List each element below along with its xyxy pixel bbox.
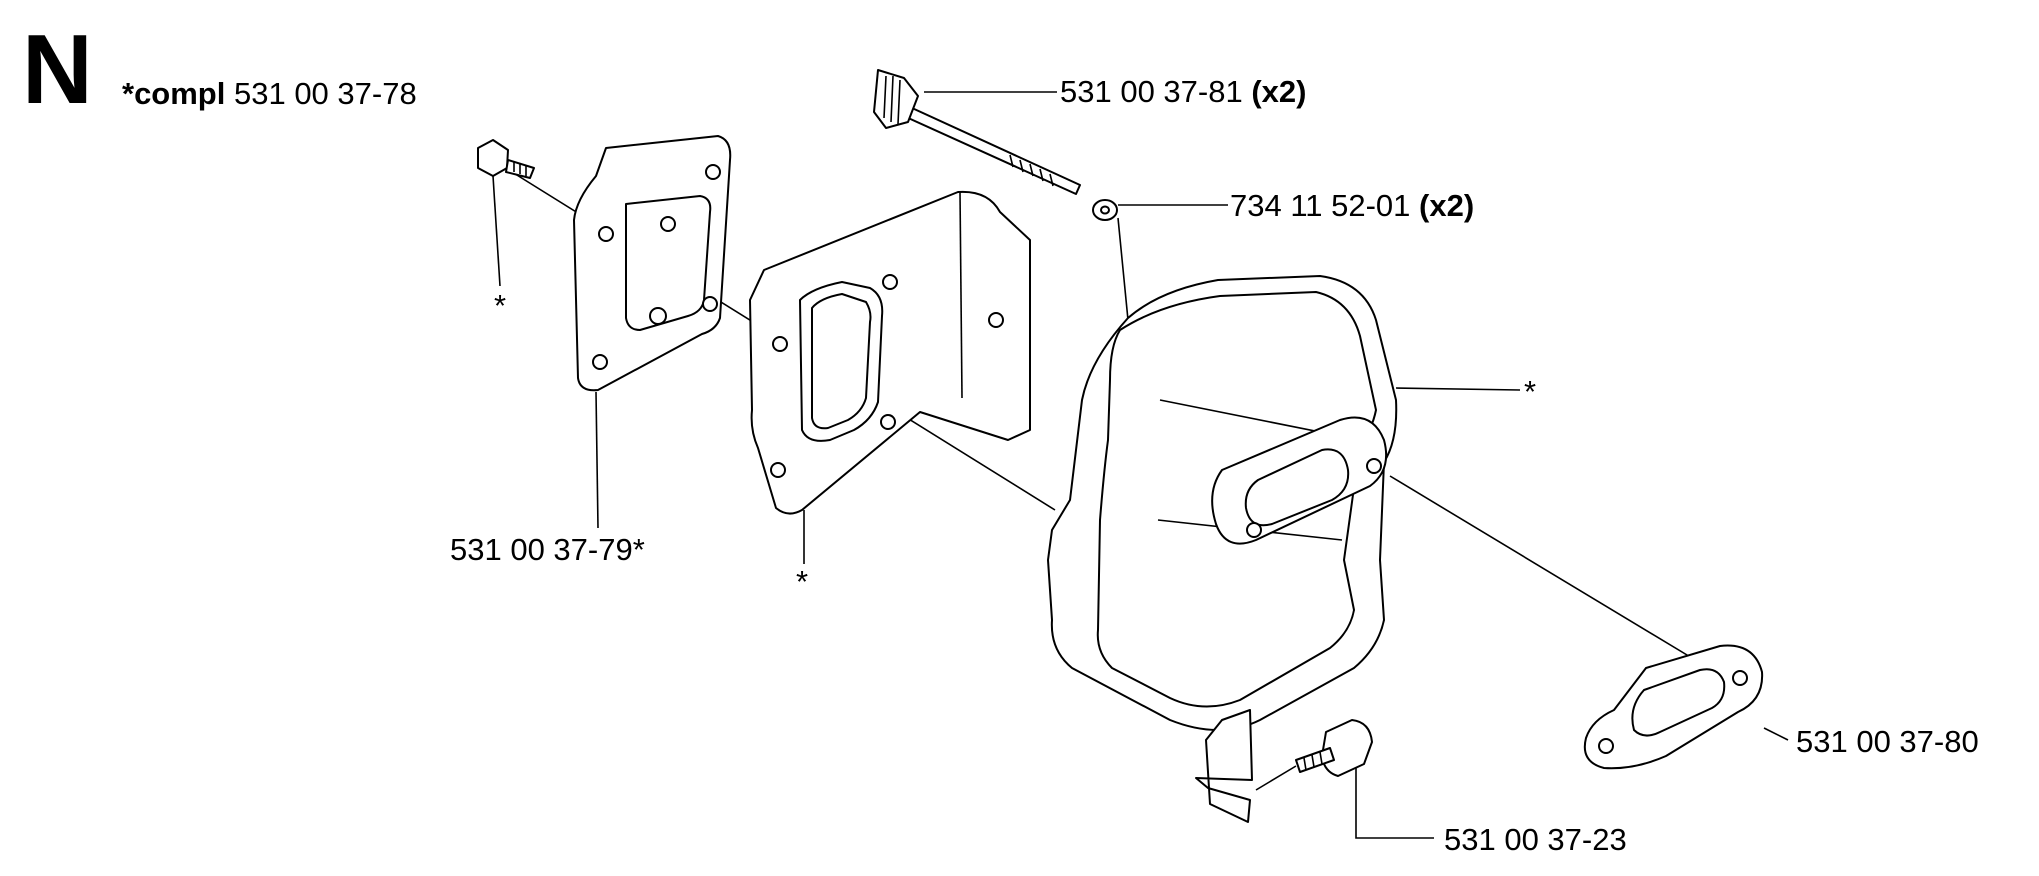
- gasket-axis-line: [1389, 475, 1693, 659]
- callout-bracket-star: *: [796, 564, 809, 599]
- washer: [1092, 199, 1228, 321]
- cover-plate: [573, 135, 732, 529]
- callout-cover-plate: 531 00 37-79*: [450, 532, 645, 567]
- kit-number: 531 00 37-78: [233, 76, 417, 111]
- section-letter: N: [22, 14, 93, 124]
- callout-gasket: 531 00 37-80: [1796, 724, 1979, 759]
- callout-small-screw-star: *: [494, 288, 507, 323]
- callout-washer: 734 11 52-01 (x2): [1230, 190, 1474, 221]
- kit-marker: *compl: [122, 76, 226, 111]
- callout-long-screw: 531 00 37-81 (x2): [1060, 76, 1306, 107]
- short-screw: [1255, 719, 1434, 839]
- short-screw-leader: [1355, 768, 1434, 839]
- gasket-leader: [1763, 727, 1789, 741]
- exhaust-gasket: [1583, 644, 1789, 770]
- mounting-tab: [1195, 709, 1253, 823]
- long-screw: [873, 69, 1081, 195]
- small-screw: [477, 139, 535, 287]
- muffler-leader: [1395, 387, 1521, 391]
- small-screw-leader: [492, 175, 501, 287]
- heat-shield-bracket: [749, 190, 1031, 564]
- washer-number: 734 11 52-01: [1230, 188, 1411, 223]
- washer-qty: (x2): [1419, 188, 1475, 223]
- callout-short-screw: 531 00 37-23: [1444, 822, 1627, 857]
- kit-label: *compl 531 00 37-78: [122, 78, 417, 109]
- long-screw-qty: (x2): [1251, 74, 1307, 109]
- muffler-body: [1047, 275, 1521, 731]
- callout-muffler-star: *: [1524, 374, 1537, 409]
- long-screw-number: 531 00 37-81: [1060, 74, 1243, 109]
- cover-plate-leader: [595, 391, 599, 529]
